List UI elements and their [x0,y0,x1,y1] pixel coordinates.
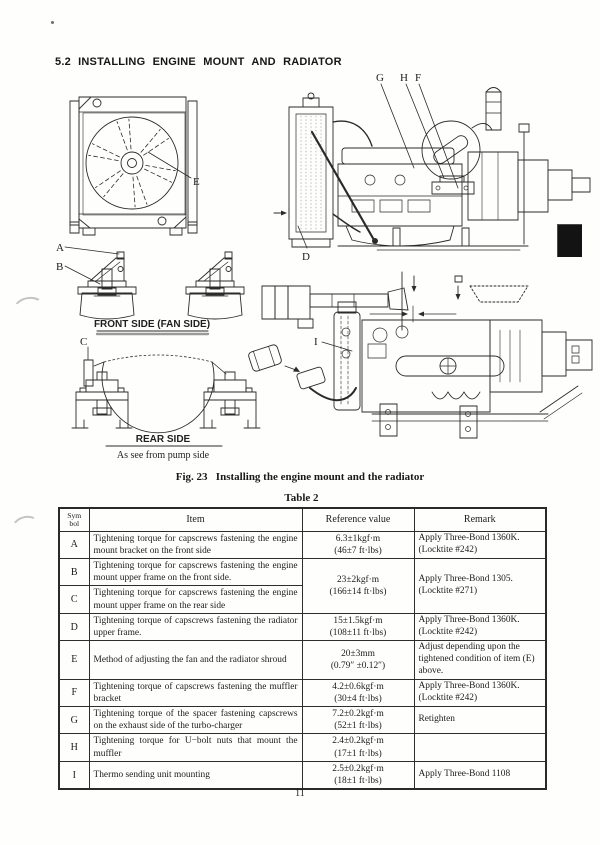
header-remark: Remark [413,507,547,532]
cell-item: Tightening torque of capscrews fastening… [88,612,303,642]
cell-item: Tightening torque for capscrews fastenin… [88,530,303,559]
cell-symbol: A [58,530,90,559]
rear-side-caption: REAR SIDE [136,434,191,445]
cell-reference: 23±2kgf·m (166±14 ft·lbs) [301,557,415,614]
cell-remark [413,733,547,762]
cell-remark: Apply Three-Bond 1108 [413,760,547,790]
table-row: F Tightening torque of capscrews fasteni… [58,678,547,707]
table-row: H Tightening torque for U−bolt nuts that… [58,733,547,762]
cell-remark: Apply Three-Bond 1360K. (Locktite #242) [413,612,547,642]
cell-item: Thermo sending unit mounting [88,760,303,790]
cell-symbol: G [58,705,90,735]
page-number: 11 [295,788,305,799]
cell-remark: Apply Three-Bond 1360K. (Locktite #242) [413,530,547,559]
torque-spec-table: Sym bol Item Reference value Remark A Ti… [58,507,547,791]
cell-reference: 6.3±1kgf·m (46±7 ft·lbs) [301,530,415,559]
cell-reference: 2.5±0.2kgf·m (18±1 ft·lbs) [301,760,415,790]
engine-side-view: G H F D [274,72,590,263]
table-row: I Thermo sending unit mounting 2.5±0.2kg… [58,760,547,790]
cell-symbol: D [58,612,90,642]
cell-reference: 15±1.5kgf·m (108±11 ft·lbs) [301,612,415,642]
table-row: G Tightening torque of the spacer fasten… [58,705,547,735]
rear-mount-view: C [71,336,261,433]
cell-item: Tightening torque of the spacer fastenin… [88,705,303,735]
fan-blades [89,119,176,207]
cell-remark: Apply Three-Bond 1305. (Locktite #271) [413,557,547,614]
label-f: F [415,72,421,84]
header-item: Item [88,507,303,532]
label-i: I [314,336,318,348]
label-b: B [56,261,63,273]
table-row: B Tightening torque for capscrews fasten… [58,557,547,614]
cell-symbol: H [58,733,90,762]
front-side-caption: FRONT SIDE (FAN SIDE) [94,319,210,330]
rear-side-subcaption: As see from pump side [117,450,210,461]
cell-item: Tightening torque for capscrews fastenin… [88,585,303,614]
header-symbol-line1: Sym [67,510,82,520]
cell-symbol: C [58,585,90,614]
cell-symbol: B [58,557,90,587]
cell-symbol: I [58,760,90,790]
cell-remark: Adjust depending upon the tightened cond… [413,640,547,680]
front-mount-brackets: A B [56,242,245,320]
cell-reference: 4.2±0.6kgf·m (30±4 ft·lbs) [301,678,415,707]
rear-side-caption-group: REAR SIDE As see from pump side [106,434,222,461]
label-h: H [400,72,408,84]
header-symbol: Sym bol [58,507,90,532]
figure-23-diagram: E [56,72,600,461]
header-reference: Reference value [301,507,415,532]
cell-reference: 20±3mm (0.79″ ±0.12″) [301,640,415,680]
page-edge-index-tab [557,224,582,257]
cell-remark: Retighten [413,705,547,735]
cell-remark: Apply Three-Bond 1360K. (Locktite #242) [413,678,547,707]
cell-reference: 2.4±0.2kgf·m (17±1 ft·lbs) [301,733,415,762]
cell-reference: 7.2±0.2kgf·m (52±1 ft·lbs) [301,705,415,735]
table-row: C Tightening torque for capscrews fasten… [58,585,546,614]
radiator-front-view: E [70,97,200,235]
label-a: A [56,242,64,254]
cell-item: Method of adjusting the fan and the radi… [88,640,303,680]
front-side-caption-group: FRONT SIDE (FAN SIDE) [94,319,210,334]
scan-speck [51,21,54,24]
table-row: A Tightening torque for capscrews fasten… [58,530,547,559]
engine-plan-view: I [248,272,592,438]
cell-item: Tightening torque for U−bolt nuts that m… [88,733,303,762]
label-e: E [193,176,200,188]
table-row: D Tightening torque of capscrews fasteni… [58,612,547,642]
table-header-row: Sym bol Item Reference value Remark [58,507,547,532]
section-heading: 5.2 INSTALLING ENGINE MOUNT AND RADIATOR [55,56,342,68]
table-row: E Method of adjusting the fan and the ra… [58,640,547,680]
table-title: Table 2 [284,492,319,504]
header-symbol-line2: bol [69,518,80,528]
label-c: C [80,336,87,348]
label-g: G [376,72,384,84]
cell-symbol: E [58,640,90,680]
scan-artifact [9,512,43,542]
cell-symbol: F [58,678,90,707]
cell-item: Tightening torque for capscrews fastenin… [88,557,303,587]
cell-item: Tightening torque of capscrews fastening… [88,678,303,707]
label-d: D [302,251,310,263]
figure-caption: Fig. 23 Installing the engine mount and … [175,471,425,483]
